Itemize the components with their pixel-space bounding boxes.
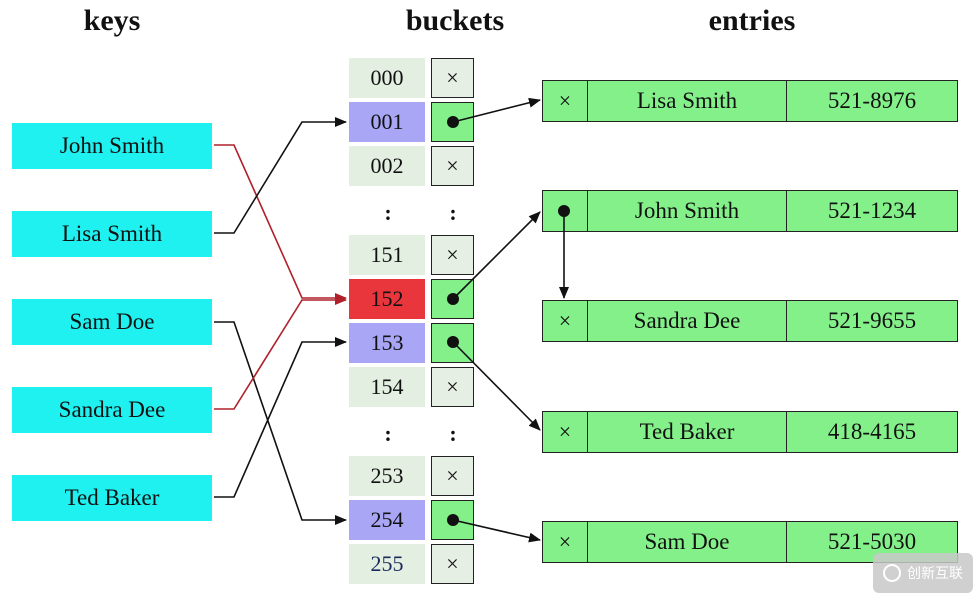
pointer-dot-254 <box>447 514 459 526</box>
entry-phone: 521-5030 <box>827 529 917 554</box>
entry-name: John Smith <box>588 191 787 231</box>
bucket-index-002: 002 <box>349 146 425 186</box>
bucket-slot-001 <box>431 102 474 142</box>
bucket-slot-154: × <box>431 367 474 407</box>
bucket-index-253: 253 <box>349 456 425 496</box>
entry-next-cell: × <box>543 81 588 121</box>
bucket-slot-253: × <box>431 456 474 496</box>
entry-name: Lisa Smith <box>588 81 787 121</box>
bucket-ellipsis: : <box>384 200 392 225</box>
watermark-badge: 创新互联 <box>873 553 973 593</box>
entry-ted-baker: × Ted Baker 418-4165 <box>542 411 958 453</box>
bucket-index-152: 152 <box>349 279 425 319</box>
entry-next-cell: × <box>543 301 588 341</box>
bucket-slot-255: × <box>431 544 474 584</box>
keys-header: keys <box>83 4 141 37</box>
arrow-sam-to-254 <box>214 321 347 525</box>
bucket-slot-151: × <box>431 235 474 275</box>
pointer-dot-152 <box>447 293 459 305</box>
bucket-index-153: 153 <box>349 323 425 363</box>
arrow-ted-to-153 <box>214 337 347 498</box>
bucket-index-154: 154 <box>349 367 425 407</box>
bucket-index-151: 151 <box>349 235 425 275</box>
entry-lisa-smith: × Lisa Smith 521-8976 <box>542 80 958 122</box>
entry-sandra-dee: × Sandra Dee 521-9655 <box>542 300 958 342</box>
key-lisa-smith: Lisa Smith <box>12 211 212 257</box>
arrow-john-to-152 <box>214 144 347 303</box>
key-ted-baker: Ted Baker <box>12 475 212 521</box>
arrow-sandra-to-152 <box>214 295 347 410</box>
key-sandra-dee: Sandra Dee <box>12 387 212 433</box>
bucket-index-255: 255 <box>349 544 425 584</box>
slot-ellipsis: : <box>449 200 457 225</box>
key-john-smith: John Smith <box>12 123 212 169</box>
pointer-254-to-sam <box>452 519 541 543</box>
entry-name: Sandra Dee <box>588 301 787 341</box>
entry-name: Sam Doe <box>588 522 787 562</box>
brand-logo-icon <box>883 564 901 582</box>
buckets-header: buckets <box>405 4 505 37</box>
pointer-dot-john-next <box>558 205 570 217</box>
entry-john-smith: John Smith 521-1234 <box>542 190 958 232</box>
slot-ellipsis: : <box>449 421 457 446</box>
pointer-001-to-lisa <box>452 97 541 123</box>
key-sam-doe: Sam Doe <box>12 299 212 345</box>
entry-next-cell: × <box>543 412 588 452</box>
watermark-text: 创新互联 <box>907 566 963 582</box>
bucket-index-001: 001 <box>349 102 425 142</box>
pointer-dot-153 <box>447 336 459 348</box>
pointer-152-to-john <box>452 211 541 300</box>
bucket-ellipsis: : <box>384 421 392 446</box>
entry-name: Ted Baker <box>588 412 787 452</box>
entry-phone: 521-9655 <box>827 308 917 333</box>
bucket-index-000: 000 <box>349 58 425 98</box>
entry-next-cell: × <box>543 522 588 562</box>
entries-header: entries <box>708 4 796 37</box>
entry-phone: 521-8976 <box>827 88 917 113</box>
entry-phone: 418-4165 <box>827 419 917 444</box>
pointer-153-to-ted <box>452 341 541 431</box>
bucket-slot-002: × <box>431 146 474 186</box>
entry-next-cell <box>543 191 588 231</box>
pointer-dot-001 <box>447 116 459 128</box>
bucket-slot-000: × <box>431 58 474 98</box>
entry-phone: 521-1234 <box>827 198 917 223</box>
arrow-lisa-to-001 <box>214 117 347 234</box>
bucket-index-254: 254 <box>349 500 425 540</box>
